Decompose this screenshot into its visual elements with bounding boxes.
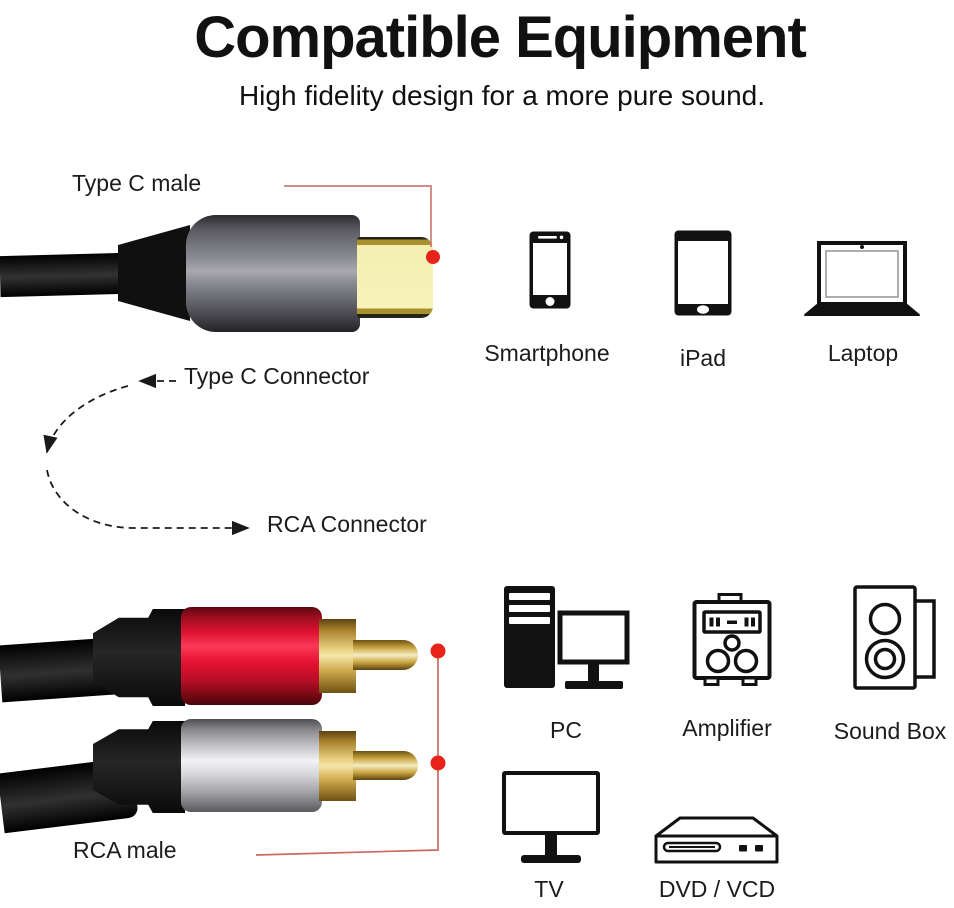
tv-label: TV <box>534 876 564 902</box>
smartphone-icon <box>528 230 572 310</box>
typec-dashed-arrow <box>43 373 176 454</box>
pc-label: PC <box>550 717 582 743</box>
rca-silver-strain-relief <box>93 721 185 813</box>
speaker-icon <box>852 585 936 691</box>
page-subtitle: High fidelity design for a more pure sou… <box>238 80 766 111</box>
amplifier-label: Amplifier <box>682 715 772 741</box>
desktop-pc-icon <box>503 585 630 689</box>
rca-cable-photo <box>0 585 460 835</box>
typec-strain-relief <box>118 225 190 321</box>
rca-connector-label: RCA Connector <box>267 511 427 537</box>
typec-cable-photo <box>0 195 445 360</box>
ipad-label: iPad <box>679 345 727 371</box>
laptop-icon <box>801 241 923 317</box>
rca-red-gold-pin <box>353 640 418 670</box>
tablet-icon <box>673 229 733 317</box>
page-title: Compatible Equipment <box>194 5 807 70</box>
rca-dashed-arrow <box>46 469 250 536</box>
rca-red-strain-relief <box>93 609 185 706</box>
typec-connector-label: Type C Connector <box>184 363 370 389</box>
dvd-player-icon <box>654 816 779 864</box>
amplifier-icon <box>691 591 773 687</box>
tv-icon <box>502 771 600 863</box>
rca-silver-gold-pin <box>353 751 418 780</box>
typec-metal-shell <box>186 215 360 332</box>
smartphone-label: Smartphone <box>484 340 610 366</box>
dvd-vcd-label: DVD / VCD <box>658 876 776 902</box>
sound-box-label: Sound Box <box>833 718 947 744</box>
rca-male-label: RCA male <box>73 837 177 863</box>
laptop-label: Laptop <box>827 340 899 366</box>
rca-red-barrel <box>181 607 322 705</box>
rca-silver-gold-ring <box>319 731 356 801</box>
rca-silver-barrel <box>181 719 322 812</box>
typec-plug-tip <box>357 237 433 318</box>
rca-red-gold-ring <box>319 619 356 693</box>
typec-male-label: Type C male <box>72 170 202 196</box>
